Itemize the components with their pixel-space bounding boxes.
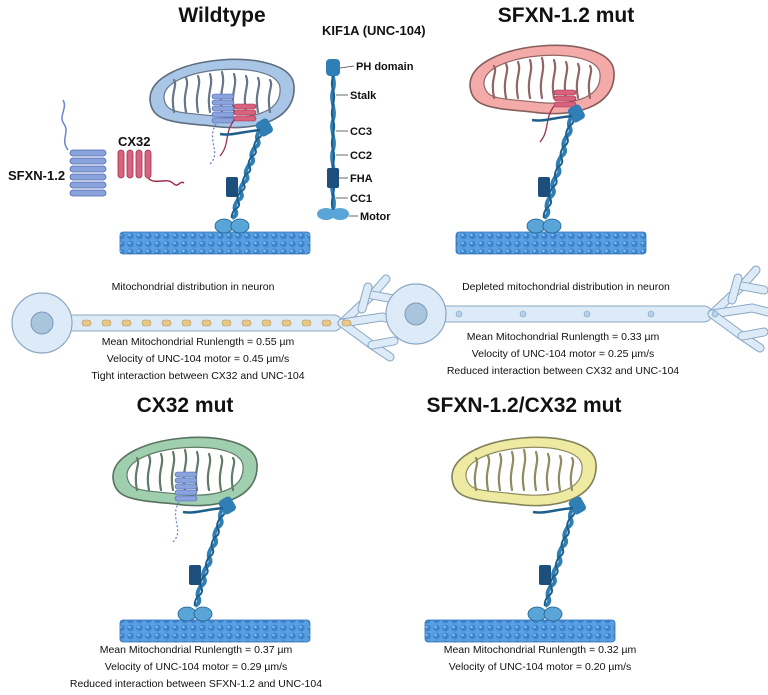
cx32-mut-title: CX32 mut — [137, 394, 234, 417]
sfxn-protein-legend: SFXN-1.2 — [8, 99, 107, 197]
kinesin-domain-stalk: Stalk — [350, 90, 377, 102]
double-mut-stat-velocity: Velocity of UNC-104 motor = 0.20 µm/s — [449, 661, 632, 673]
axonal-mitochondrion — [321, 319, 332, 327]
sfxn-mut-panel — [455, 44, 647, 255]
cx32-mut-stat-velocity: Velocity of UNC-104 motor = 0.29 µm/s — [105, 661, 288, 673]
kinesin-domain-fha: FHA — [350, 173, 373, 185]
axonal-mitochondrion — [647, 310, 655, 318]
motor-head — [214, 218, 234, 234]
ph-domain — [255, 118, 273, 137]
axonal-mitochondrion — [101, 319, 112, 327]
microtubule — [119, 619, 311, 643]
cx32-label: CX32 — [118, 134, 151, 149]
axonal-mitochondrion — [301, 319, 312, 327]
mitochondrion — [469, 44, 615, 115]
sfxn-mut-neuron — [385, 265, 768, 353]
axonal-mitochondrion — [583, 310, 591, 318]
double-mut-title: SFXN-1.2/CX32 mut — [427, 394, 622, 417]
axonal-mitochondrion — [281, 319, 292, 327]
double-mut-panel — [424, 436, 616, 643]
cx32-in-mitochondrion — [219, 103, 257, 157]
sfxn-mut-stat-runlength: Mean Mitochondrial Runlength = 0.33 µm — [467, 331, 660, 343]
kinesin-domain-motor: Motor — [360, 211, 391, 223]
mitochondrion — [451, 436, 597, 507]
kinesin-domain-ph: PH domain — [356, 61, 414, 73]
cx32-mut-stat-interaction: Reduced interaction between SFXN-1.2 and… — [70, 678, 322, 690]
ph-domain — [568, 496, 586, 515]
motor-head — [230, 218, 250, 234]
axonal-mitochondrion — [181, 319, 192, 327]
motor-head — [542, 218, 562, 234]
axonal-mitochondrion — [455, 310, 463, 318]
wildtype-distribution-caption: Mitochondrial distribution in neuron — [112, 281, 275, 293]
wildtype-stat-runlength: Mean Mitochondrial Runlength = 0.55 µm — [102, 336, 295, 348]
axonal-mitochondrion — [711, 310, 719, 318]
fha-domain — [539, 565, 551, 585]
sfxn-in-mitochondrion — [209, 93, 235, 165]
axonal-mitochondrion — [201, 319, 212, 327]
fha-domain — [538, 177, 550, 197]
unc104-motor — [214, 118, 273, 234]
axonal-mitochondrion — [261, 319, 272, 327]
sfxn-mut-stat-interaction: Reduced interaction between CX32 and UNC… — [447, 365, 679, 377]
fha-domain — [189, 565, 201, 585]
axonal-mitochondrion — [241, 319, 252, 327]
axonal-mitochondrion — [341, 319, 352, 327]
sfxn-mut-distribution-caption: Depleted mitochondrial distribution in n… — [462, 281, 670, 293]
mitochondrion — [112, 436, 258, 507]
ph-domain — [567, 104, 585, 123]
wildtype-stat-velocity: Velocity of UNC-104 motor = 0.45 µm/s — [107, 353, 290, 365]
fha-domain — [226, 177, 238, 197]
sfxn-in-mitochondrion — [172, 471, 198, 543]
nucleus — [404, 302, 428, 326]
kinesin-legend-title: KIF1A (UNC-104) — [322, 23, 426, 38]
unc104-motor — [527, 496, 586, 622]
wildtype-title: Wildtype — [178, 4, 265, 27]
sfxn-mut-stat-velocity: Velocity of UNC-104 motor = 0.25 µm/s — [472, 348, 655, 360]
microtubule — [119, 231, 311, 255]
cx32-mut-panel — [112, 436, 311, 643]
kinesin-domain-cc2: CC2 — [350, 150, 372, 162]
ph-domain — [218, 496, 236, 515]
axonal-mitochondrion — [519, 310, 527, 318]
kinesin-domain-cc3: CC3 — [350, 126, 372, 138]
sfxn-mut-title: SFXN-1.2 mut — [498, 4, 635, 27]
nucleus — [30, 311, 54, 335]
axonal-mitochondrion — [141, 319, 152, 327]
cx32-protein-legend: CX32 — [117, 134, 185, 186]
axonal-mitochondrion — [81, 319, 92, 327]
axonal-mitochondrion — [121, 319, 132, 327]
microtubule — [455, 231, 647, 255]
wildtype-panel — [119, 58, 311, 255]
axonal-mitochondrion — [161, 319, 172, 327]
microtubule — [424, 619, 616, 643]
double-mut-stat-runlength: Mean Mitochondrial Runlength = 0.32 µm — [444, 644, 637, 656]
kinesin-legend: KIF1A (UNC-104) PH domain Stalk CC3 CC2 … — [317, 23, 426, 223]
cx32-in-mitochondrion — [539, 89, 577, 143]
motor-head — [527, 606, 547, 622]
kinesin-domain-cc1: CC1 — [350, 193, 372, 205]
mitochondrion — [149, 58, 295, 129]
motor-head — [526, 218, 546, 234]
cx32-mut-stat-runlength: Mean Mitochondrial Runlength = 0.37 µm — [100, 644, 293, 656]
axonal-mitochondrion — [221, 319, 232, 327]
unc104-motor — [177, 496, 236, 622]
motor-head — [177, 606, 197, 622]
wildtype-stat-interaction: Tight interaction between CX32 and UNC-1… — [91, 370, 304, 382]
sfxn-label: SFXN-1.2 — [8, 168, 65, 183]
unc104-motor — [526, 104, 585, 234]
motor-head — [543, 606, 563, 622]
motor-head — [193, 606, 213, 622]
